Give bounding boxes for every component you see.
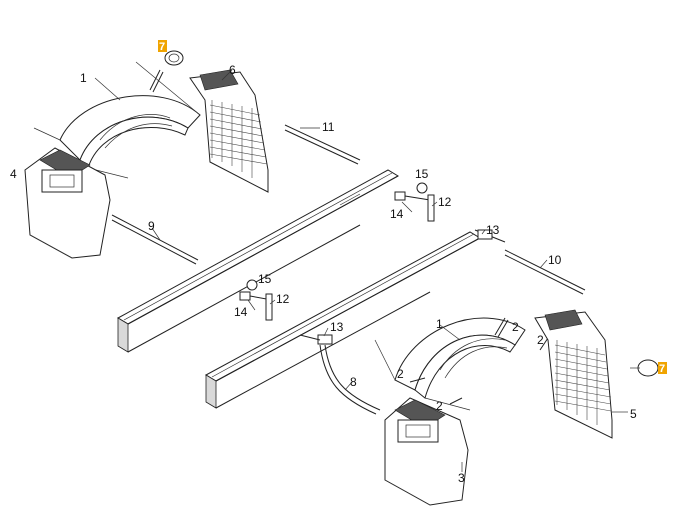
label-part-15-b: 15 xyxy=(258,272,272,286)
label-part-1-top: 1 xyxy=(80,71,87,85)
rod-9 xyxy=(111,214,199,265)
label-part-14-a: 14 xyxy=(390,207,404,221)
mud-flap-6 xyxy=(189,69,269,193)
label-part-2-c: 2 xyxy=(397,367,404,381)
label-part-6: 6 xyxy=(229,63,236,77)
label-part-15-a: 15 xyxy=(415,167,429,181)
label-part-7-bottom: 7 xyxy=(659,363,665,375)
chassis-rail-left xyxy=(116,169,400,353)
label-part-2-a: 2 xyxy=(512,320,519,334)
rod-10 xyxy=(504,249,586,295)
hardware-group-a xyxy=(394,182,506,243)
mud-flap-4 xyxy=(24,147,111,259)
mud-flap-3 xyxy=(384,397,469,506)
label-part-8: 8 xyxy=(350,375,357,389)
label-part-12-a: 12 xyxy=(438,195,452,209)
mudguard-1-bottom xyxy=(374,317,526,411)
cap-7-top xyxy=(164,50,184,66)
highlight-badge-7-bottom xyxy=(658,362,667,374)
label-part-4: 4 xyxy=(10,167,17,181)
mudguard-1-top xyxy=(33,61,201,179)
flap-5-grille xyxy=(554,340,612,425)
label-part-10: 10 xyxy=(548,253,562,267)
label-part-2-b: 2 xyxy=(537,333,544,347)
hardware-group-b xyxy=(239,279,333,345)
rod-11 xyxy=(284,124,361,165)
mud-flap-5 xyxy=(534,309,613,439)
label-part-14-b: 14 xyxy=(234,305,248,319)
label-part-7-top: 7 xyxy=(159,41,165,53)
leader-lines xyxy=(94,69,640,472)
highlight-badge-7-top xyxy=(158,40,167,52)
label-part-1-bottom: 1 xyxy=(436,317,443,331)
bracket-top xyxy=(149,69,164,93)
label-part-11: 11 xyxy=(322,120,335,134)
label-part-3: 3 xyxy=(458,471,465,485)
label-part-13-a: 13 xyxy=(486,223,500,237)
label-part-12-b: 12 xyxy=(276,292,290,306)
rod-8 xyxy=(319,344,381,415)
label-part-13-b: 13 xyxy=(330,320,344,334)
label-part-2-d: 2 xyxy=(436,399,443,413)
cap-7-bottom xyxy=(637,359,659,377)
label-part-9: 9 xyxy=(148,219,155,233)
flap-6-grille xyxy=(209,100,268,178)
label-part-5: 5 xyxy=(630,407,637,421)
